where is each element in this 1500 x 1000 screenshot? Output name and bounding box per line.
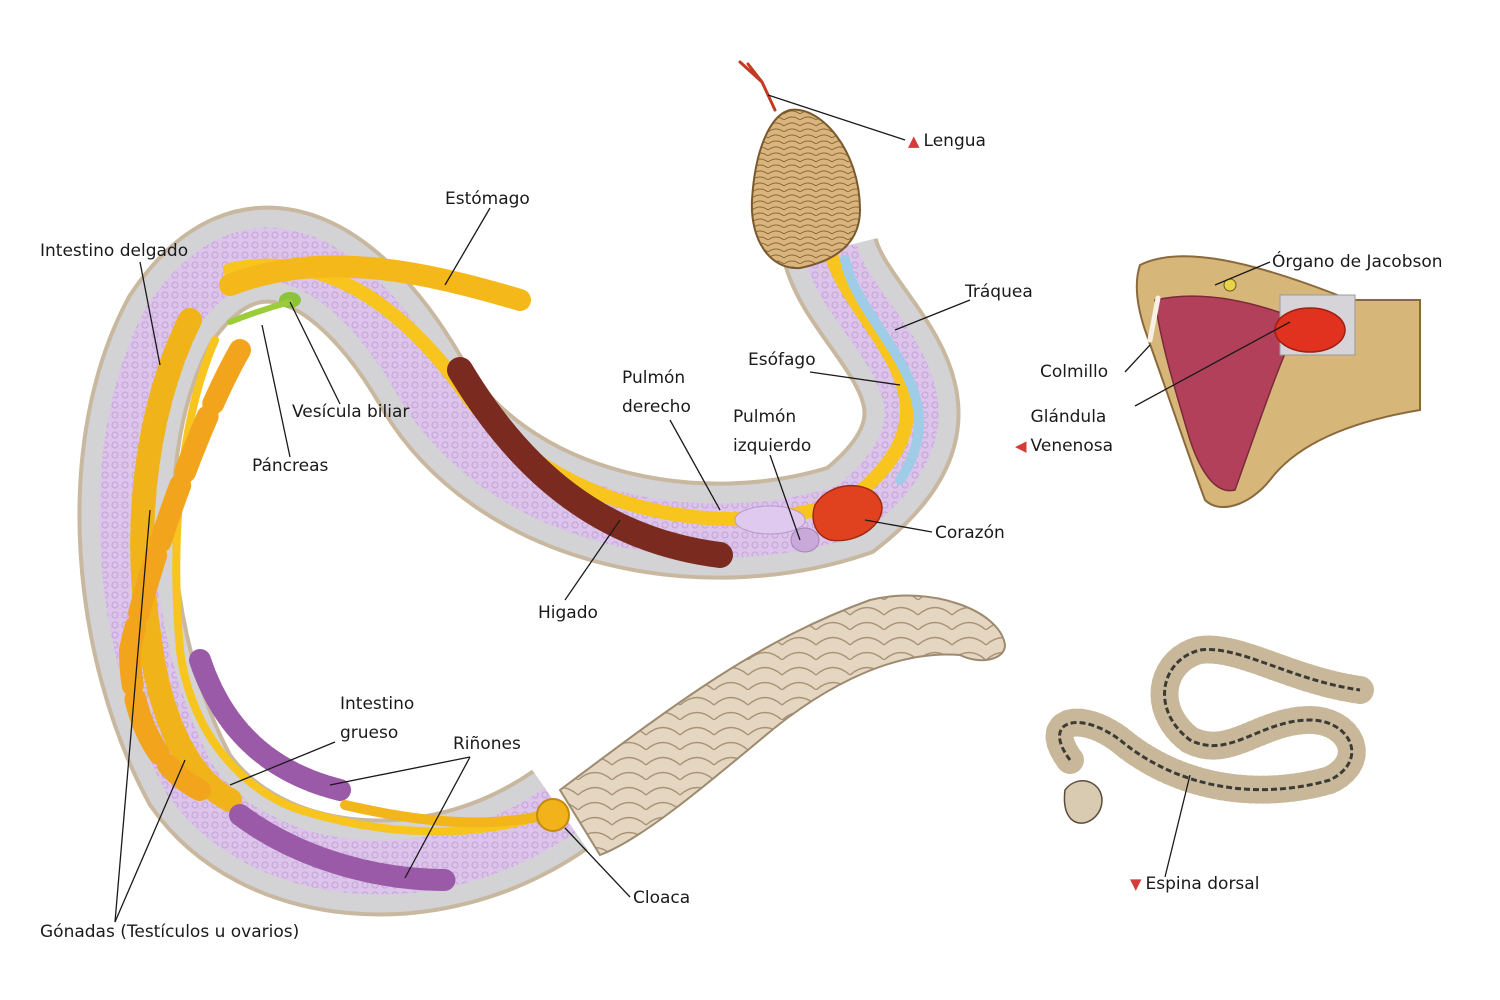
pancreas-organ [227, 299, 293, 325]
label-traquea: Tráquea [965, 282, 1033, 302]
label-higado: Higado [538, 603, 598, 623]
label-colmillo: Colmillo [1040, 362, 1109, 382]
kidney-left-organ [189, 649, 351, 801]
right-lung-organ [734, 505, 806, 535]
snake-body [77, 205, 961, 917]
liver-organ [447, 357, 733, 568]
cloaca-organ [536, 798, 570, 832]
label-pancreas: Páncreas [252, 456, 329, 476]
label-esofago: Esófago [748, 350, 816, 370]
fang [1147, 295, 1161, 343]
large-intestine-organ [340, 800, 550, 828]
stomach-large [219, 255, 531, 311]
leader-lines [114, 94, 1291, 923]
tongue [738, 60, 777, 112]
kidney-right-organ [229, 804, 456, 891]
label-cloaca: Cloaca [633, 888, 691, 908]
label-vesicula-biliar: Vesícula biliar [292, 402, 410, 422]
triangle-up-icon: ▲ [908, 132, 920, 150]
snake-head [738, 60, 862, 270]
label-espina-dorsal: ▼Espina dorsal [1130, 874, 1260, 894]
label-pulmon-derecho: Pulmón derecho [622, 368, 691, 417]
label-organo-jacobson: Órgano de Jacobson [1272, 252, 1443, 272]
left-lung-organ [790, 527, 820, 553]
label-intestino-grueso: Intestino grueso [340, 694, 415, 743]
stomach-organ [223, 243, 914, 527]
trachea-organ [840, 255, 924, 485]
heart-organ [812, 484, 883, 542]
label-lengua: ▲Lengua [908, 131, 986, 151]
triangle-down-icon: ▼ [1130, 875, 1142, 893]
label-corazon: Corazón [935, 523, 1005, 543]
label-estomago: Estómago [445, 189, 530, 209]
snake-tail [558, 594, 1007, 857]
label-intestino-delgado: Intestino delgado [40, 241, 189, 261]
venom-gland-organ [1274, 307, 1346, 353]
triangle-left-icon: ◀ [1015, 437, 1027, 455]
snake-skeleton [1045, 635, 1374, 824]
open-mouth-head [1135, 255, 1421, 509]
label-glandula-venenosa: ◀Glándula ◀Venenosa [1015, 407, 1113, 456]
label-gonadas: Gónadas (Testículos u ovarios) [40, 922, 300, 942]
gonads-organ [118, 339, 251, 801]
label-pulmon-izquierdo: Pulmón izquierdo [733, 407, 812, 456]
label-rinones: Riñones [453, 734, 521, 754]
